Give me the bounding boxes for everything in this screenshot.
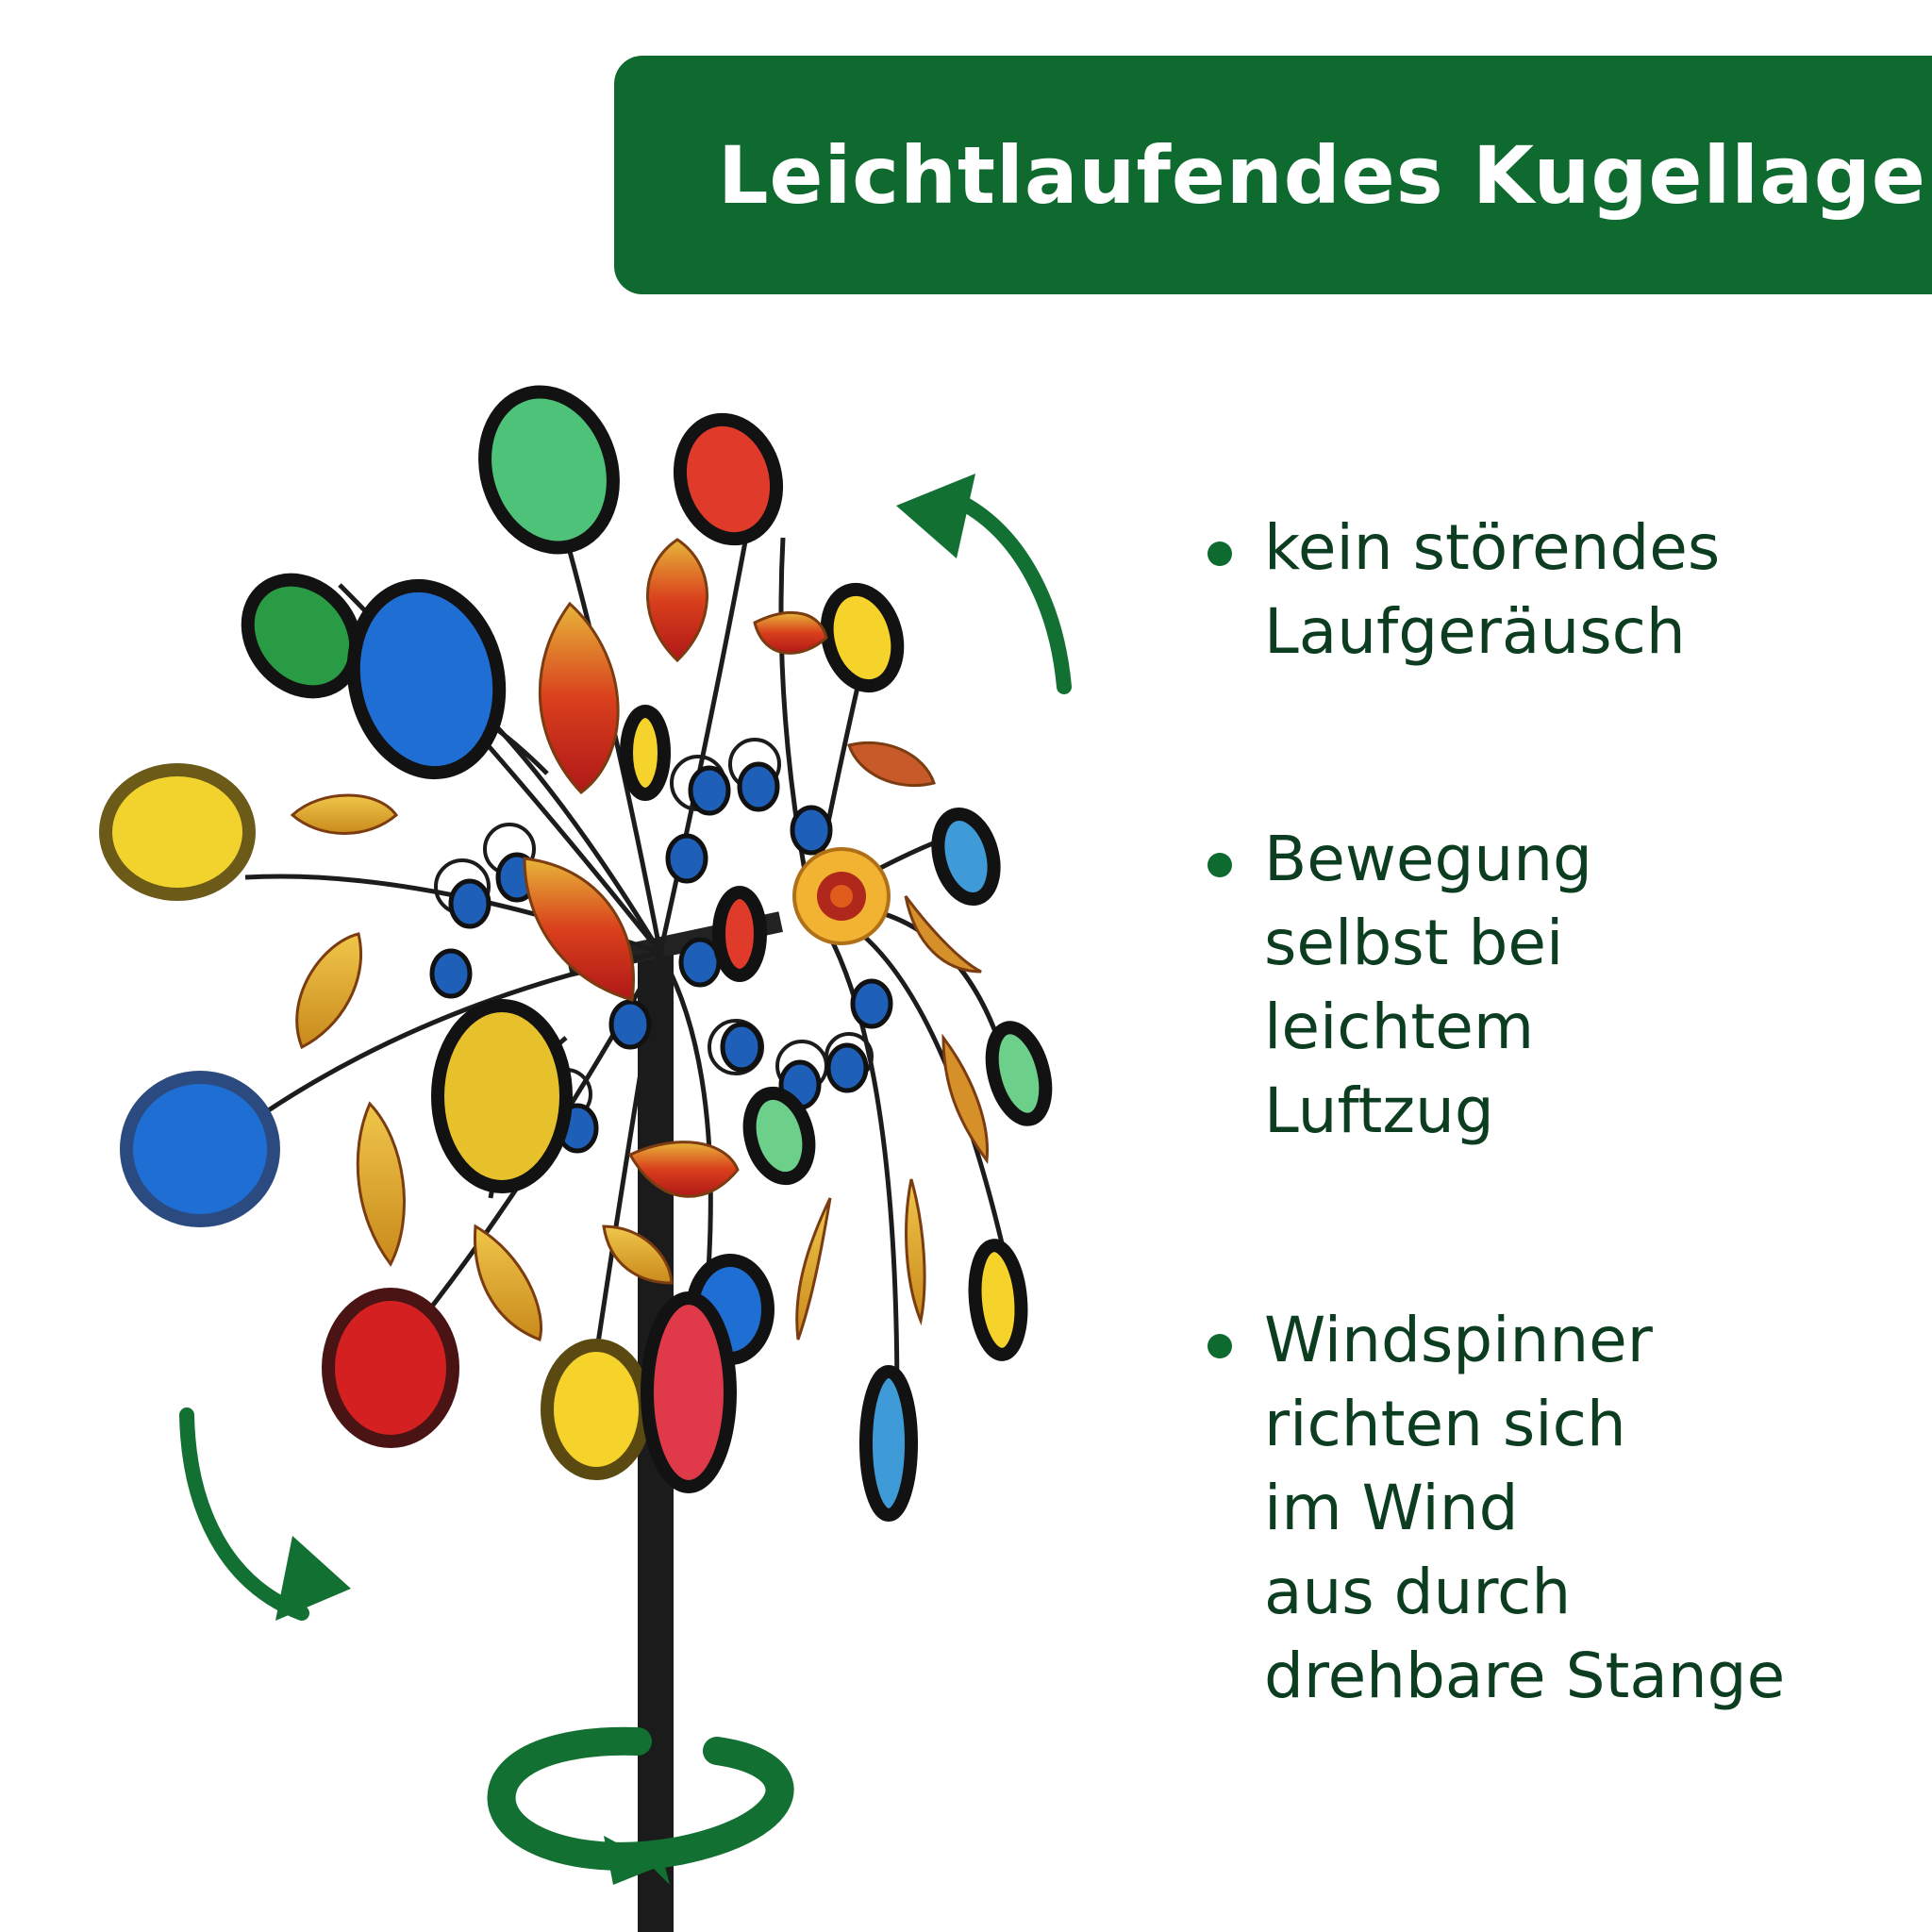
sunflower-hub bbox=[792, 847, 891, 945]
metal-leaves bbox=[290, 538, 990, 1342]
feature-line: Luftzug bbox=[1264, 1074, 1494, 1147]
leaf bbox=[295, 932, 363, 1050]
bullet-icon bbox=[1208, 541, 1232, 566]
feature-line: richten sich bbox=[1264, 1388, 1626, 1460]
feature-line: drehbare Stange bbox=[1264, 1640, 1786, 1712]
leaf bbox=[602, 1224, 674, 1285]
leaf bbox=[753, 610, 828, 655]
leaf bbox=[847, 741, 936, 788]
feature-line: Laufgeräusch bbox=[1264, 595, 1686, 668]
curved-arrow-up-icon bbox=[896, 474, 1072, 694]
feature-line: aus durch bbox=[1264, 1556, 1572, 1628]
leaf bbox=[646, 538, 708, 663]
headline-banner: Leichtlaufendes Kugellager! bbox=[614, 56, 1932, 294]
feature-line: kein störendes bbox=[1264, 511, 1721, 584]
feature-item-rotating-pole: Windspinner richten sich im Wind aus dur… bbox=[1208, 1298, 1924, 1718]
disc-yellow-center bbox=[431, 999, 573, 1193]
feature-item-light-breeze: Bewegung selbst bei leichtem Luftzug bbox=[1208, 817, 1924, 1153]
disc-red-bottom bbox=[322, 1288, 459, 1448]
curved-arrow-down-icon bbox=[179, 1407, 351, 1621]
disc-blue-right bbox=[931, 807, 1001, 907]
disc-yellow-left bbox=[99, 763, 256, 901]
disc-green-mid bbox=[742, 1086, 816, 1186]
disc-yellow-mid bbox=[620, 705, 671, 801]
disc-blue-bottom-right bbox=[859, 1365, 918, 1522]
feature-line: im Wind bbox=[1264, 1472, 1519, 1544]
leaf bbox=[290, 793, 399, 835]
disc-red-top bbox=[673, 412, 784, 546]
disc-red-mid bbox=[712, 886, 767, 982]
disc-green-right bbox=[985, 1021, 1053, 1126]
leaf bbox=[905, 1178, 926, 1326]
bullet-icon bbox=[1208, 1334, 1232, 1358]
disc-yellow-right bbox=[968, 1239, 1028, 1361]
spinner-stems bbox=[244, 471, 1022, 1473]
leaf bbox=[904, 895, 982, 974]
leaf bbox=[539, 601, 620, 795]
feature-line: selbst bei bbox=[1264, 907, 1564, 979]
banner-title: Leichtlaufendes Kugellager! bbox=[718, 128, 1932, 222]
disc-blue-large bbox=[346, 578, 507, 780]
disc-blue-left bbox=[120, 1071, 280, 1227]
leaf bbox=[356, 1101, 406, 1267]
small-blue-gems bbox=[429, 761, 893, 1154]
leaf bbox=[474, 1224, 542, 1342]
feature-line: leichtem bbox=[1264, 991, 1535, 1063]
disc-green-top bbox=[478, 385, 620, 555]
colored-glass-discs bbox=[99, 385, 1053, 1522]
leaf bbox=[523, 857, 635, 1002]
disc-green-left bbox=[241, 573, 363, 699]
leaf bbox=[627, 1141, 740, 1198]
bullet-icon bbox=[1208, 853, 1232, 877]
disc-yellow-bottom bbox=[541, 1339, 652, 1480]
disc-yellow-top-right bbox=[820, 582, 905, 693]
rotation-ring-icon bbox=[487, 1726, 794, 1885]
feature-line: Windspinner bbox=[1264, 1304, 1653, 1376]
leaf bbox=[941, 1033, 990, 1164]
feature-line: Bewegung bbox=[1264, 823, 1592, 895]
leaf bbox=[795, 1197, 832, 1341]
disc-red-bottom-center bbox=[641, 1291, 737, 1493]
feature-item-quiet: kein störendes Laufgeräusch bbox=[1208, 506, 1924, 674]
